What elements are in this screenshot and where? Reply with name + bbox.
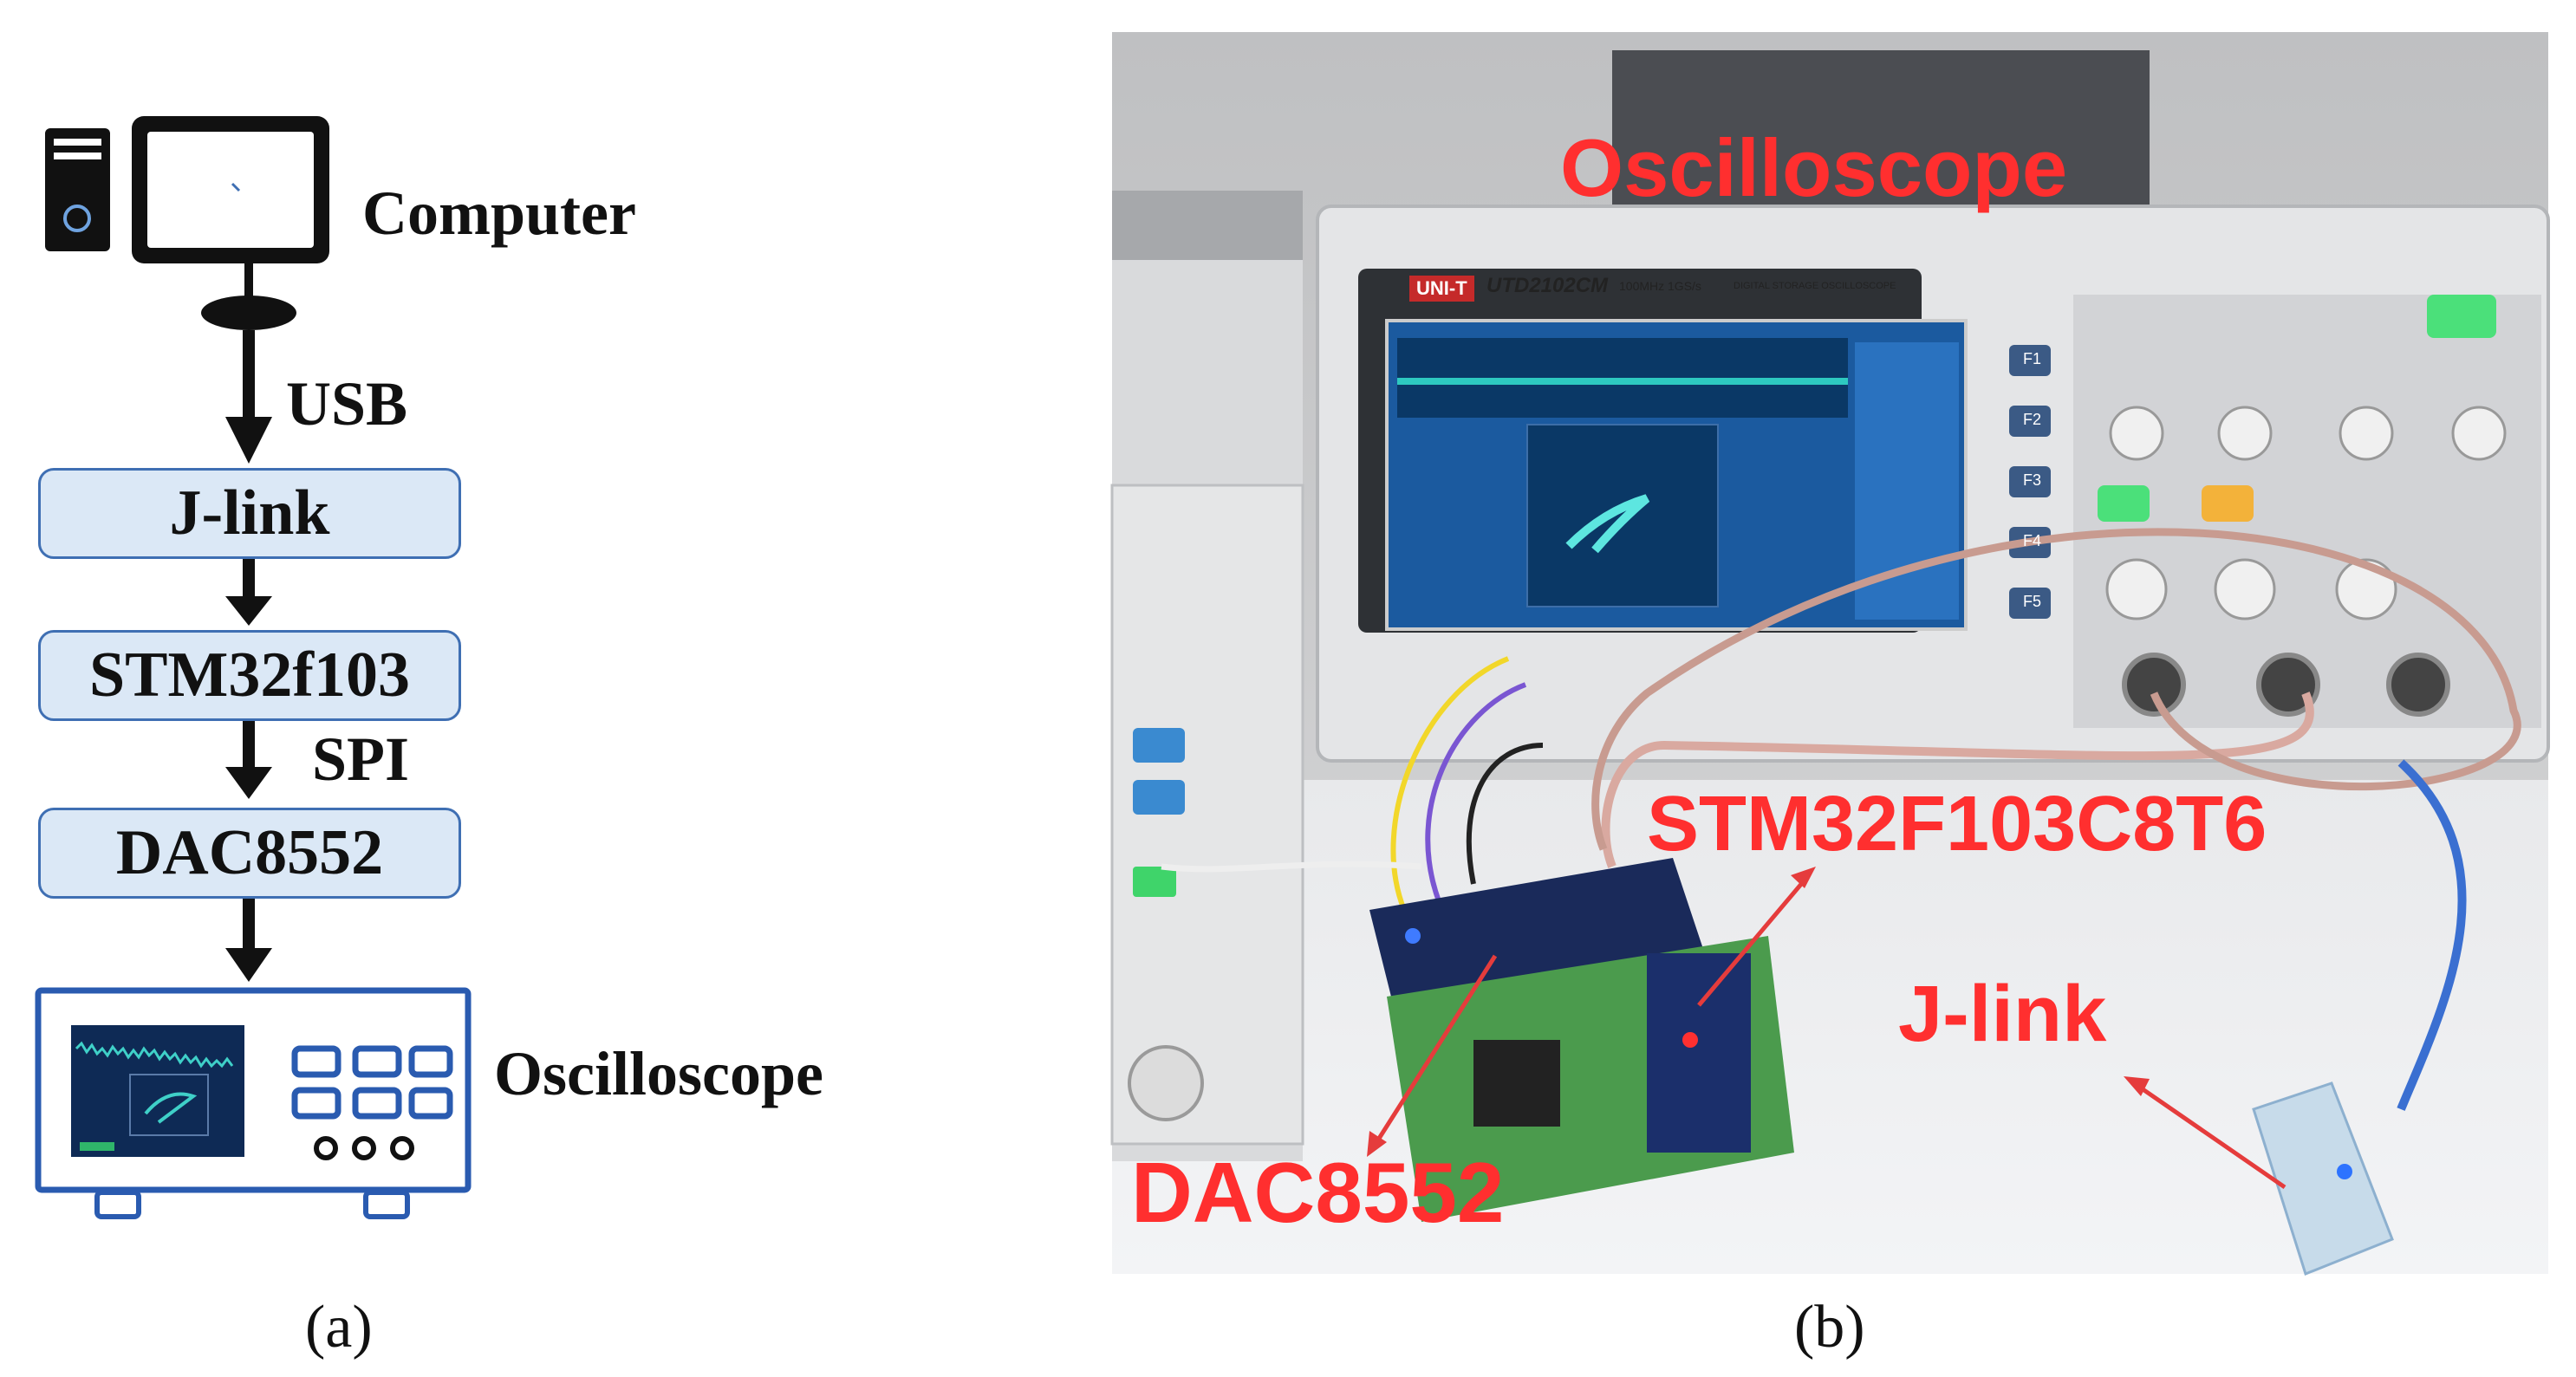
fn-key-f3: F3 <box>2023 471 2042 489</box>
photo-oscilloscope-label: Oscilloscope <box>1560 122 2068 213</box>
fn-key-f2: F2 <box>2023 411 2042 428</box>
caption-b: (b) <box>1794 1294 1865 1361</box>
photo-jlink-label: J-link <box>1898 970 2107 1058</box>
spi-label: SPI <box>312 724 410 794</box>
jlink-block-label: J-link <box>169 477 330 549</box>
scope-spec: 100MHz 1GS/s <box>1619 279 1701 293</box>
scope-model: UTD2102CM <box>1486 274 1609 297</box>
fn-key-f1: F1 <box>2023 350 2042 367</box>
computer-label: Computer <box>362 179 636 248</box>
scope-brand: UNI-T <box>1409 276 1474 302</box>
dac8552-block-label: DAC8552 <box>115 817 384 888</box>
fn-key-f5: F5 <box>2023 593 2042 610</box>
caption-a: (a) <box>305 1294 373 1361</box>
scope-desc: DIGITAL STORAGE OSCILLOSCOPE <box>1734 281 1896 291</box>
photo-dac8552-label: DAC8552 <box>1131 1145 1505 1240</box>
jlink-block: J-link <box>38 468 461 559</box>
dac8552-block: DAC8552 <box>38 808 461 899</box>
fn-key-f4: F4 <box>2023 532 2042 549</box>
usb-label: USB <box>286 369 408 438</box>
stm32-block-label: STM32f103 <box>89 640 410 711</box>
stm32-block: STM32f103 <box>38 630 461 721</box>
oscilloscope-label: Oscilloscope <box>494 1039 823 1108</box>
photo-stm32-label: STM32F103C8T6 <box>1647 781 2267 867</box>
